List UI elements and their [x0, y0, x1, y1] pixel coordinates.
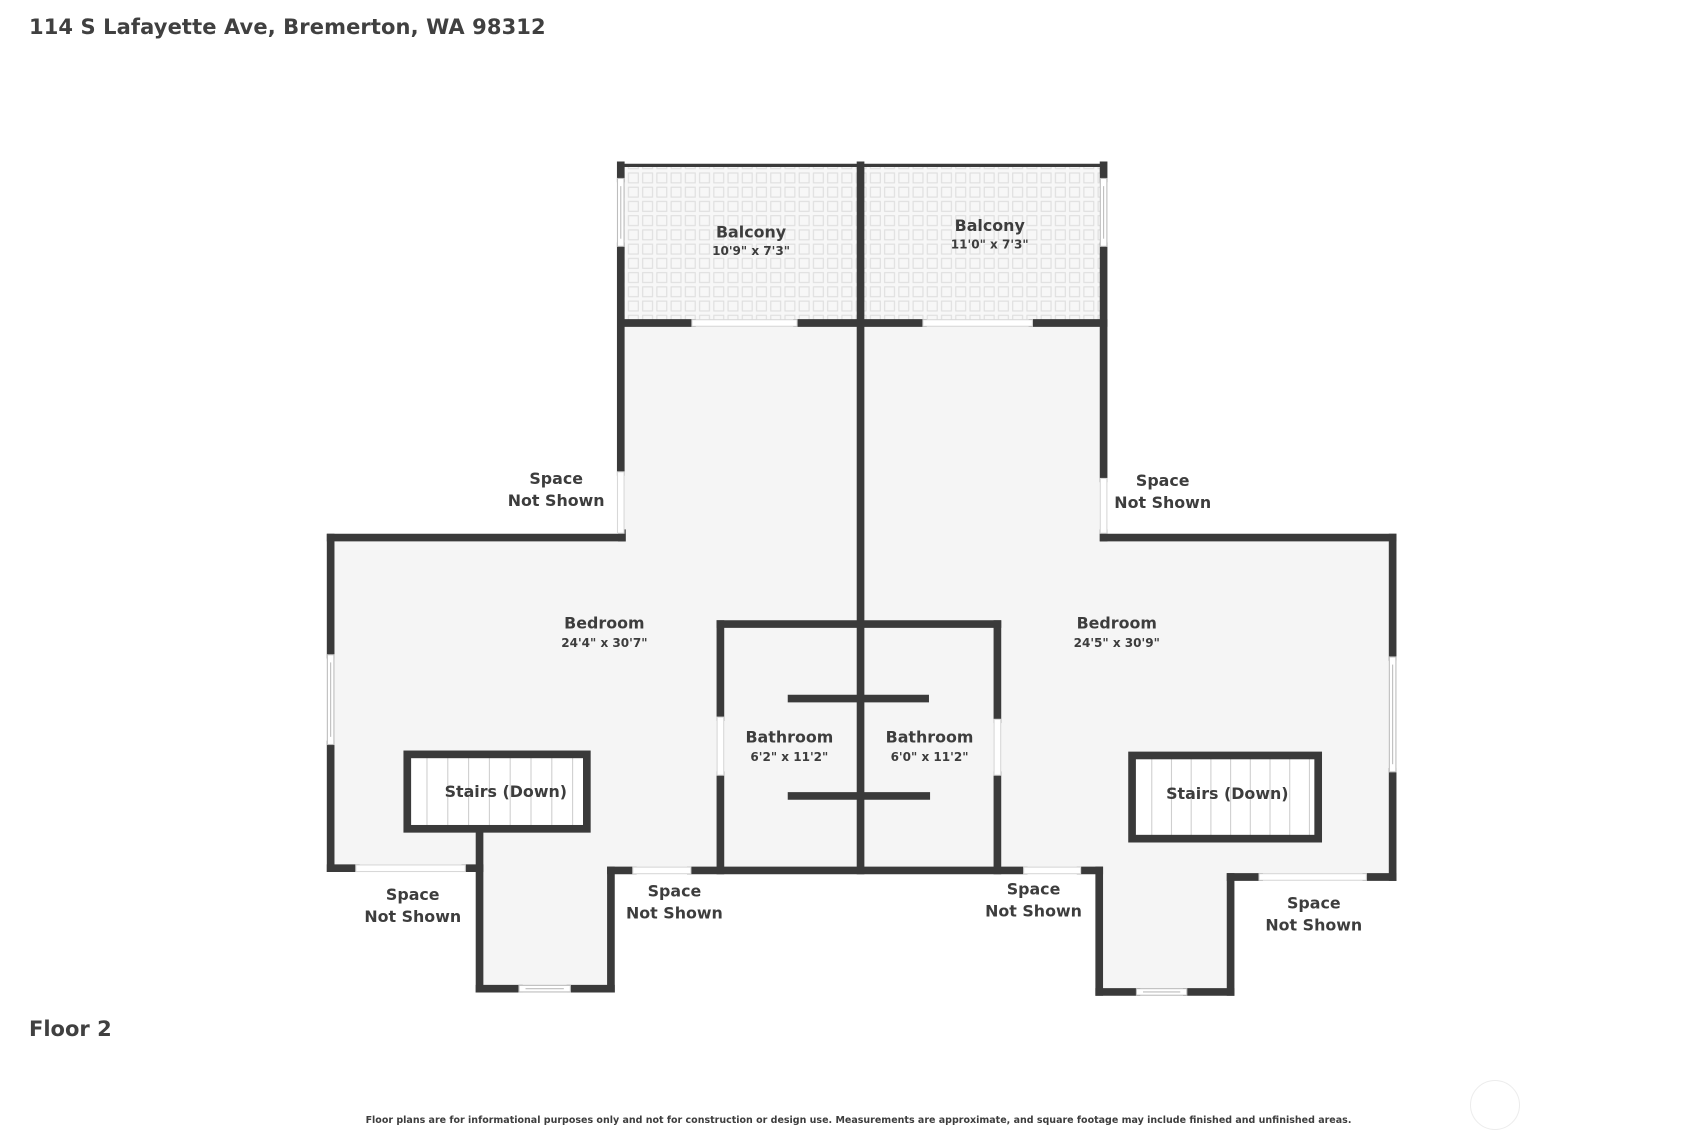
bathroom-right-name: Bathroom — [886, 727, 974, 746]
windows — [326, 177, 1397, 996]
space-not-shown-line2: Not Shown — [508, 491, 605, 510]
bathroom-left-name: Bathroom — [745, 727, 833, 746]
bedroom-right-dims: 24'5" x 30'9" — [1074, 636, 1160, 650]
space-not-shown-line2: Not Shown — [985, 901, 1082, 920]
stairs-right — [1128, 751, 1323, 843]
space-not-shown-line1: Space — [386, 885, 440, 904]
space-not-shown-line2: Not Shown — [364, 907, 461, 926]
bedroom-left-dims: 24'4" x 30'7" — [561, 636, 647, 650]
stairs-right-label: Stairs (Down) — [1166, 784, 1288, 803]
space-not-shown-line1: Space — [1287, 894, 1341, 913]
space-not-shown-labels: Space Not Shown Space Not Shown Space No… — [364, 469, 1362, 935]
disclaimer: Floor plans are for informational purpos… — [365, 1115, 1352, 1126]
space-not-shown-line1: Space — [1136, 471, 1190, 490]
balcony-right-name: Balcony — [955, 216, 1026, 235]
space-not-shown-line1: Space — [1007, 879, 1061, 898]
bedroom-right-name: Bedroom — [1077, 613, 1157, 632]
space-not-shown-line1: Space — [648, 882, 702, 901]
floor-label: Floor 2 — [29, 1017, 112, 1041]
property-address: 114 S Lafayette Ave, Bremerton, WA 98312 — [29, 15, 546, 39]
balcony-right-dims: 11'0" x 7'3" — [951, 238, 1029, 252]
stairs-left-label: Stairs (Down) — [445, 782, 567, 801]
stairs-left — [403, 750, 591, 833]
walls — [326, 161, 1397, 996]
bedroom-left-name: Bedroom — [564, 613, 644, 632]
bathroom-left-dims: 6'2" x 11'2" — [750, 750, 828, 764]
balcony-left-name: Balcony — [716, 223, 787, 242]
space-not-shown-line2: Not Shown — [1265, 916, 1362, 935]
bathroom-right-dims: 6'0" x 11'2" — [891, 750, 969, 764]
balcony-left-dims: 10'9" x 7'3" — [712, 244, 790, 258]
space-not-shown-line2: Not Shown — [626, 904, 723, 923]
room-labels: Balcony 10'9" x 7'3" Balcony 11'0" x 7'3… — [445, 216, 1289, 803]
watermark-logo-icon — [1470, 1080, 1520, 1130]
space-not-shown-line1: Space — [529, 469, 583, 488]
space-not-shown-line2: Not Shown — [1114, 493, 1211, 512]
